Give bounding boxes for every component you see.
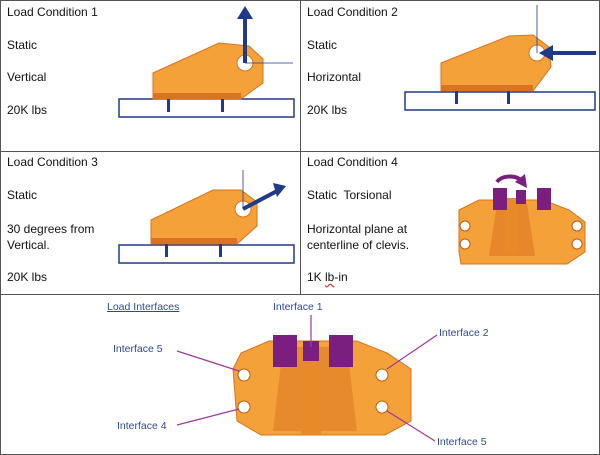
bracket-illustration-2 [404, 5, 596, 111]
cond4-title: Load Condition 4 [307, 155, 398, 169]
cond4-type: Static Torsional [307, 188, 392, 202]
panel-load-condition-3: Load Condition 3 Static 30 degrees from … [0, 151, 301, 295]
cond4-magnitude-unit-suffix: -in [334, 270, 348, 284]
cond3-direction-cont: Vertical. [7, 238, 50, 252]
cond2-type: Static [307, 38, 338, 52]
panel-load-interfaces: Load Interfaces Interface 1 Interface 2 … [0, 294, 600, 455]
interface-4-label: Interface 4 [117, 420, 167, 432]
bracket-illustration-3 [118, 170, 295, 264]
cond2-direction: Horizontal [307, 70, 362, 84]
cond3-direction: 30 degrees from [7, 222, 95, 236]
cond2-magnitude: 20K lbs [307, 103, 348, 117]
bracket-top-view-illustration [458, 174, 586, 265]
cond2-title: Load Condition 2 [307, 5, 398, 19]
cond4-direction: Horizontal plane at [307, 222, 408, 236]
cond4-magnitude-unit: lb [325, 270, 335, 284]
cond1-type: Static [7, 38, 38, 52]
cond3-magnitude: 20K lbs [7, 270, 48, 284]
load-interfaces-heading: Load Interfaces [107, 301, 180, 313]
interface-2-label: Interface 2 [439, 327, 489, 339]
panel-load-condition-2: Load Condition 2 Static Horizontal 20K l… [300, 0, 600, 152]
interface-5-label-left: Interface 5 [113, 343, 163, 355]
panel-load-condition-1: Load Condition 1 Static Vertical 20K lbs [0, 0, 301, 152]
cond1-magnitude: 20K lbs [7, 103, 48, 117]
interface-diagram [176, 315, 438, 442]
bracket-illustration-1 [118, 6, 295, 118]
cond4-direction-cont: centerline of clevis. [307, 238, 410, 252]
cond1-direction: Vertical [7, 70, 47, 84]
cond4-magnitude-value: 1K [307, 270, 326, 284]
panel-load-condition-4: Load Condition 4 Static Torsional Horizo… [300, 151, 600, 295]
cond1-title: Load Condition 1 [7, 5, 98, 19]
interface-5-label-right: Interface 5 [437, 436, 487, 448]
cond4-magnitude: 1K lb-in [307, 270, 348, 285]
cond3-title: Load Condition 3 [7, 155, 98, 169]
cond3-type: Static [7, 188, 38, 202]
interface-1-label: Interface 1 [273, 301, 323, 313]
